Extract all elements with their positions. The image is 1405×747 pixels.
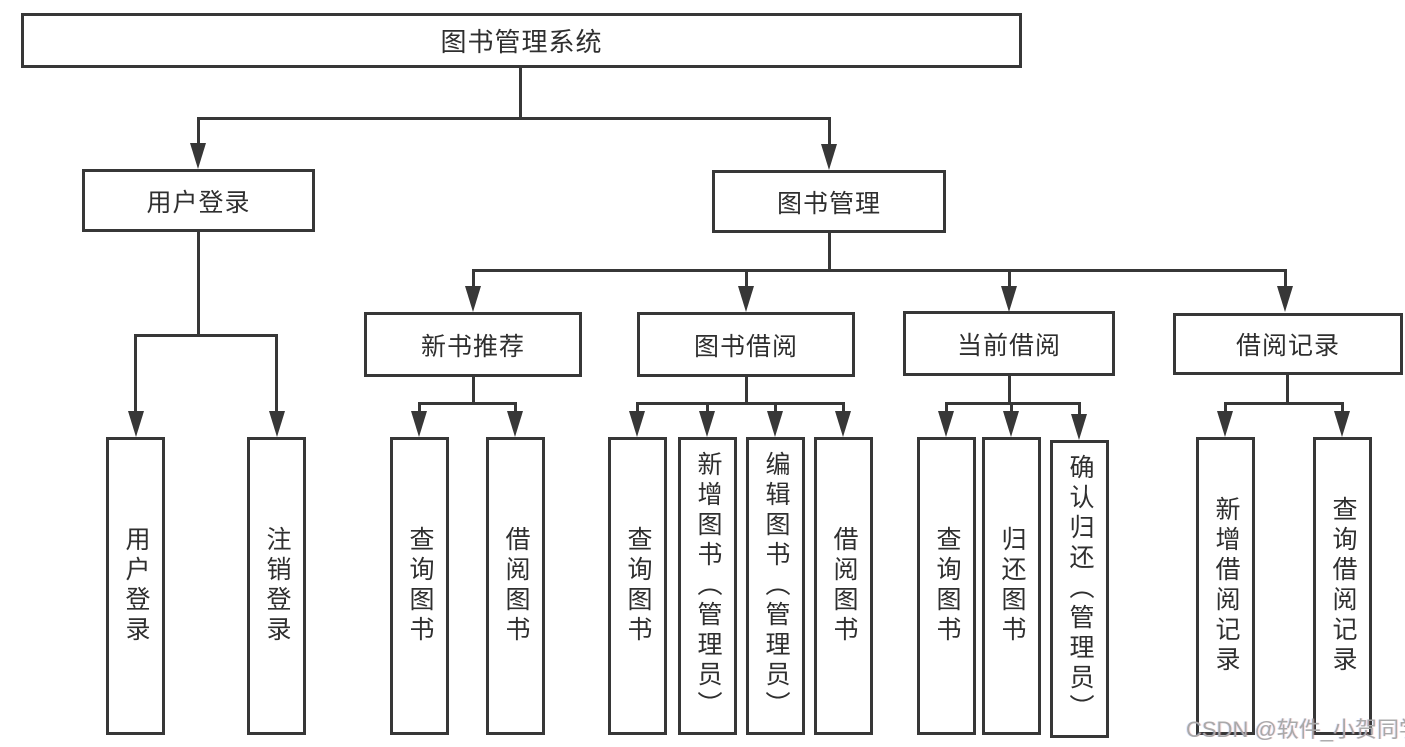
leaf-query-book-under-current-borrow: 查询图书 (917, 437, 976, 735)
arrowhead-down-icon (699, 411, 715, 437)
connector-line (1224, 402, 1344, 405)
leaf-return-book-label: 归还图书 (998, 526, 1026, 646)
connector-line (706, 402, 709, 412)
node-current-borrow: 当前借阅 (903, 311, 1115, 376)
node-book-management: 图书管理 (712, 170, 946, 233)
arrowhead-down-icon (821, 144, 837, 170)
leaf-borrow-book-label: 借阅图书 (830, 526, 858, 646)
arrowhead-down-icon (1217, 411, 1233, 437)
connector-line (197, 117, 830, 120)
leaf-edit-book-admin: 编辑图书（管理员） (746, 437, 805, 735)
node-user-login: 用户登录 (82, 169, 315, 232)
connector-line (472, 269, 1287, 272)
connector-line (197, 117, 200, 145)
node-new-book-recommend-label: 新书推荐 (420, 332, 525, 361)
node-book-management-label: 图书管理 (776, 189, 881, 218)
leaf-confirm-return-admin-label: 确认归还（管理员） (1066, 454, 1094, 724)
connector-line (134, 334, 137, 412)
connector-line (1008, 269, 1011, 287)
leaf-logout-label: 注销登录 (263, 526, 291, 646)
connector-line (636, 402, 639, 412)
arrowhead-down-icon (1334, 411, 1350, 437)
node-root-label: 图书管理系统 (440, 27, 603, 57)
connector-line (472, 377, 475, 404)
node-borrow-records-label: 借阅记录 (1235, 332, 1340, 360)
leaf-query-book-under-book-borrow: 查询图书 (608, 437, 667, 735)
connector-line (1286, 375, 1289, 404)
connector-line (636, 402, 845, 405)
leaf-query-book-label: 查询图书 (624, 526, 652, 646)
leaf-query-book-under-new-book: 查询图书 (390, 437, 449, 735)
connector-line (275, 334, 278, 412)
arrowhead-down-icon (411, 411, 427, 437)
connector-line (418, 402, 421, 412)
leaf-borrow-book-under-new-book: 借阅图书 (486, 437, 545, 735)
node-new-book-recommend: 新书推荐 (364, 312, 582, 377)
watermark: CSDN @软件_小贺同学 (1186, 717, 1405, 742)
leaf-query-book-label: 查询图书 (933, 526, 961, 646)
arrowhead-down-icon (1001, 286, 1017, 312)
connector-line (472, 269, 475, 287)
connector-line (1010, 402, 1013, 412)
arrowhead-down-icon (629, 411, 645, 437)
leaf-logout: 注销登录 (247, 437, 306, 735)
leaf-user-login-label: 用户登录 (122, 526, 150, 646)
arrowhead-down-icon (507, 411, 523, 437)
connector-line (1078, 402, 1081, 415)
leaf-add-book-admin: 新增图书（管理员） (678, 437, 737, 735)
node-book-borrow: 图书借阅 (637, 312, 855, 377)
arrowhead-down-icon (738, 286, 754, 312)
leaf-add-book-admin-label: 新增图书（管理员） (694, 451, 722, 721)
connector-line (842, 402, 845, 412)
leaf-add-borrow-record-label: 新增借阅记录 (1212, 496, 1240, 676)
arrowhead-down-icon (269, 411, 285, 437)
connector-line (1008, 376, 1011, 404)
arrowhead-down-icon (465, 286, 481, 312)
arrowhead-down-icon (190, 143, 206, 169)
leaf-user-login: 用户登录 (106, 437, 165, 735)
node-book-borrow-label: 图书借阅 (693, 332, 798, 361)
leaf-add-borrow-record: 新增借阅记录 (1196, 437, 1255, 735)
connector-line (197, 232, 200, 337)
arrowhead-down-icon (1071, 414, 1087, 440)
connector-line (1341, 402, 1344, 412)
connector-line (1284, 269, 1287, 287)
leaf-query-borrow-record: 查询借阅记录 (1313, 437, 1372, 735)
leaf-edit-book-admin-label: 编辑图书（管理员） (762, 451, 790, 721)
connector-line (134, 334, 278, 337)
connector-line (945, 402, 1081, 405)
node-root: 图书管理系统 (21, 13, 1022, 68)
connector-line (745, 269, 748, 287)
leaf-confirm-return-admin: 确认归还（管理员） (1050, 440, 1109, 738)
connector-line (828, 233, 831, 271)
connector-line (828, 117, 831, 145)
connector-line (418, 402, 517, 405)
arrowhead-down-icon (1003, 411, 1019, 437)
node-user-login-label: 用户登录 (146, 188, 251, 217)
connector-line (1224, 402, 1227, 412)
connector-line (945, 402, 948, 412)
connector-line (519, 67, 522, 119)
connector-line (514, 402, 517, 412)
arrowhead-down-icon (835, 411, 851, 437)
connector-line (774, 402, 777, 412)
node-borrow-records: 借阅记录 (1173, 313, 1403, 375)
leaf-borrow-book-label: 借阅图书 (502, 526, 530, 646)
leaf-query-book-label: 查询图书 (406, 526, 434, 646)
node-current-borrow-label: 当前借阅 (956, 331, 1061, 360)
leaf-return-book: 归还图书 (982, 437, 1041, 735)
arrowhead-down-icon (767, 411, 783, 437)
arrowhead-down-icon (128, 411, 144, 437)
leaf-borrow-book-under-book-borrow: 借阅图书 (814, 437, 873, 735)
connector-line (745, 377, 748, 404)
arrowhead-down-icon (1277, 286, 1293, 312)
arrowhead-down-icon (938, 411, 954, 437)
leaf-query-borrow-record-label: 查询借阅记录 (1329, 496, 1357, 676)
